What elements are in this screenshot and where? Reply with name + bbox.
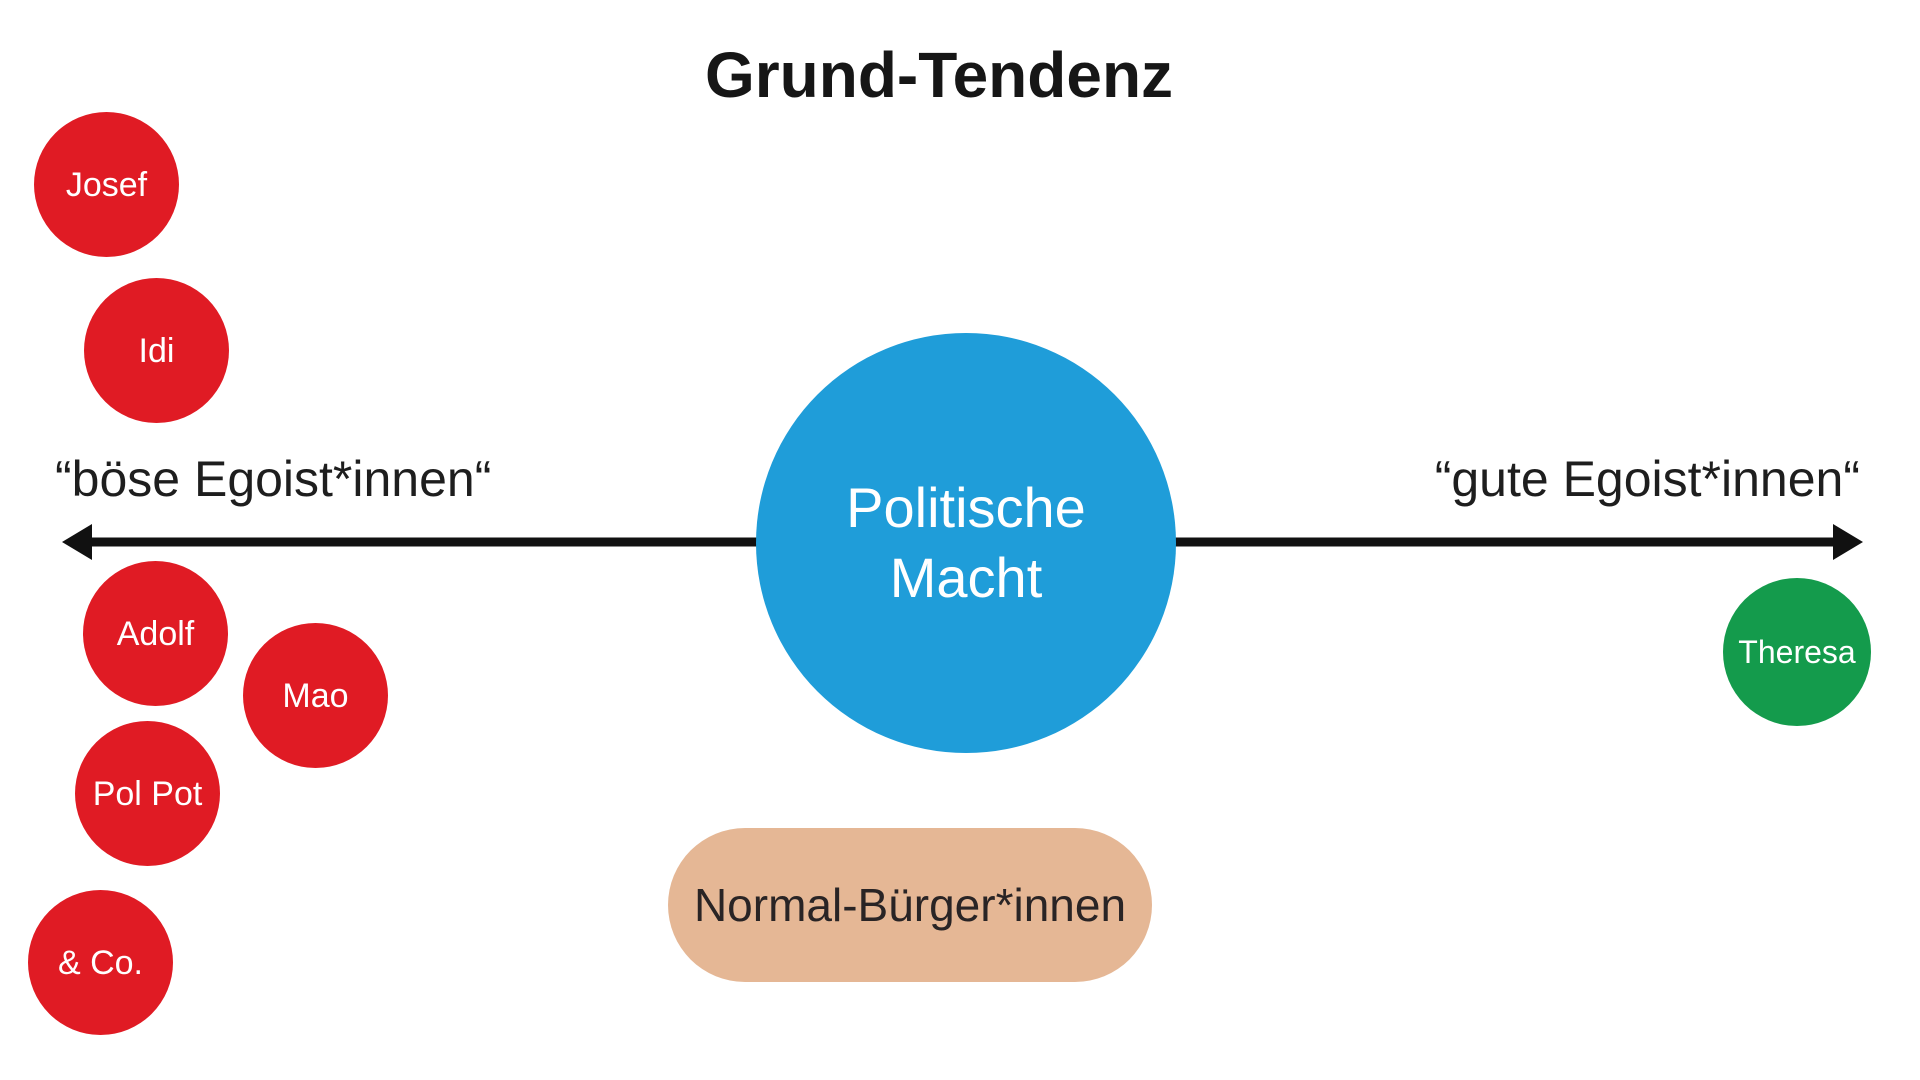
bad-egoist-circle-co: & Co.: [28, 890, 173, 1035]
political-power-circle: Politische Macht: [756, 333, 1176, 753]
bad-egoist-circle-adolf: Adolf: [83, 561, 228, 706]
political-power-label-line1: Politische: [846, 476, 1086, 539]
bubble-label: Mao: [282, 676, 349, 715]
arrowhead-right-icon: [1833, 524, 1863, 560]
bubble-label: Idi: [138, 331, 175, 370]
citizens-pill: Normal-Bürger*innen: [668, 828, 1152, 982]
arrowhead-left-icon: [62, 524, 92, 560]
bad-egoist-circle-idi: Idi: [84, 278, 229, 423]
bad-egoist-circle-josef: Josef: [34, 112, 179, 257]
bad-egoist-circle-pol-pot: Pol Pot: [75, 721, 220, 866]
axis-label-good-egoists: “gute Egoist*innen“: [1434, 451, 1860, 507]
bubble-label: Theresa: [1738, 634, 1856, 670]
bubble-label: Pol Pot: [92, 774, 203, 813]
bubble-label: Josef: [65, 165, 148, 204]
political-power-label-line2: Macht: [889, 546, 1043, 609]
diagram-title: Grund-Tendenz: [704, 39, 1174, 111]
bad-egoist-circle-mao: Mao: [243, 623, 388, 768]
citizens-label: Normal-Bürger*innen: [693, 879, 1127, 931]
bubble-label: & Co.: [57, 943, 144, 982]
good-egoist-circle-theresa: Theresa: [1723, 578, 1871, 726]
axis-label-bad-egoists: “böse Egoist*innen“: [55, 451, 492, 507]
bubble-label: Adolf: [116, 614, 195, 653]
